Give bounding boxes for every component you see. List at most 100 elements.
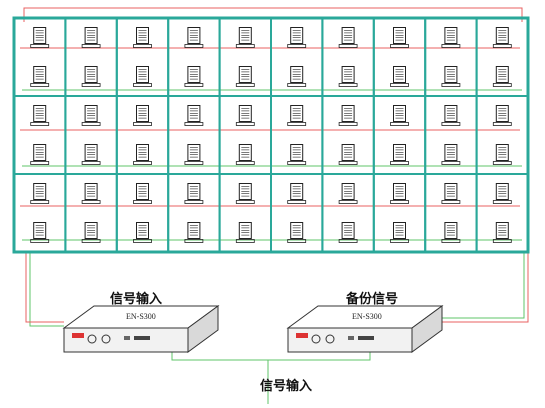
module-base: [441, 200, 461, 204]
module-base: [81, 44, 101, 48]
module-base: [338, 83, 358, 87]
device-knob-icon: [101, 334, 111, 344]
led-module-icon: [30, 144, 50, 165]
module-base: [133, 44, 152, 48]
led-module-icon: [287, 183, 307, 204]
module-base: [184, 200, 204, 204]
led-module-icon: [81, 27, 101, 48]
module-base: [235, 122, 255, 126]
led-module-icon: [492, 27, 512, 48]
signal-wire-red: [442, 252, 529, 323]
module-base: [184, 161, 204, 165]
led-module-icon: [81, 144, 101, 165]
led-module-icon: [338, 105, 358, 126]
led-module-icon: [235, 66, 255, 87]
module-base: [441, 161, 461, 165]
device-model-label: EN-S300: [126, 312, 156, 321]
module-base: [338, 161, 358, 165]
led-module-icon: [441, 183, 461, 204]
device-side-panel: [187, 305, 219, 353]
module-base: [235, 239, 255, 243]
led-module-icon: [30, 183, 50, 204]
module-base: [338, 44, 358, 48]
signal-input-label-bottom: 信号输入: [260, 379, 313, 394]
module-base: [81, 161, 101, 165]
module-base: [30, 122, 50, 126]
led-module-icon: [30, 222, 50, 243]
led-module-icon: [235, 27, 255, 48]
module-base: [390, 239, 409, 243]
device-model-label: EN-S300: [352, 312, 382, 321]
wall-outer-frame: [12, 16, 530, 254]
module-base: [133, 83, 152, 87]
led-module-icon: [133, 27, 152, 48]
module-base: [441, 44, 461, 48]
backup-signal-label: 备份信号: [346, 292, 399, 307]
module-base: [81, 239, 101, 243]
module-base: [287, 44, 307, 48]
led-module-icon: [287, 27, 307, 48]
device-knob-icon: [311, 334, 321, 344]
signal-wire-green: [442, 252, 525, 319]
module-base: [492, 83, 512, 87]
module-base: [81, 83, 101, 87]
signal-wire-green: [29, 252, 64, 327]
module-base: [338, 239, 358, 243]
module-base: [390, 83, 409, 87]
led-module-icon: [30, 27, 50, 48]
module-base: [390, 122, 409, 126]
module-base: [81, 200, 101, 204]
module-base: [81, 122, 101, 126]
led-module-icon: [338, 27, 358, 48]
module-base: [287, 161, 307, 165]
led-module-icon: [184, 144, 204, 165]
module-base: [30, 239, 50, 243]
module-base: [287, 239, 307, 243]
led-module-icon: [184, 222, 204, 243]
led-module-icon: [441, 105, 461, 126]
sender-device-right: EN-S300: [286, 305, 444, 353]
sender-device-left: EN-S300: [62, 305, 220, 353]
device-knob-icon: [325, 334, 335, 344]
module-base: [30, 44, 50, 48]
device-knob-icon: [87, 334, 97, 344]
signal-wire-red: [25, 252, 64, 323]
module-base: [287, 83, 307, 87]
module-base: [492, 161, 512, 165]
led-module-icon: [492, 105, 512, 126]
module-base: [338, 122, 358, 126]
module-base: [287, 200, 307, 204]
module-base: [235, 44, 255, 48]
module-base: [133, 161, 152, 165]
led-module-icon: [338, 222, 358, 243]
device-side-panel: [411, 305, 443, 353]
led-module-icon: [492, 144, 512, 165]
module-base: [30, 200, 50, 204]
led-module-icon: [390, 66, 409, 87]
led-module-icon: [287, 222, 307, 243]
module-base: [492, 122, 512, 126]
device-led-icon: [124, 336, 130, 340]
led-module-icon: [81, 66, 101, 87]
led-module-icon: [338, 66, 358, 87]
module-base: [338, 200, 358, 204]
device-led-icon: [348, 336, 354, 340]
led-module-icon: [441, 222, 461, 243]
module-base: [441, 239, 461, 243]
module-base: [492, 200, 512, 204]
device-port-icon: [358, 336, 374, 340]
led-module-icon: [81, 105, 101, 126]
led-module-icon: [30, 66, 50, 87]
led-module-icon: [133, 66, 152, 87]
led-module-icon: [184, 27, 204, 48]
signal-wire-green: [171, 352, 371, 361]
signal-wire-red: [23, 7, 523, 22]
module-base: [235, 200, 255, 204]
led-module-icon: [390, 27, 409, 48]
module-base: [30, 161, 50, 165]
led-module-icon: [184, 66, 204, 87]
module-base: [390, 200, 409, 204]
led-module-icon: [441, 66, 461, 87]
led-module-icon: [390, 105, 409, 126]
